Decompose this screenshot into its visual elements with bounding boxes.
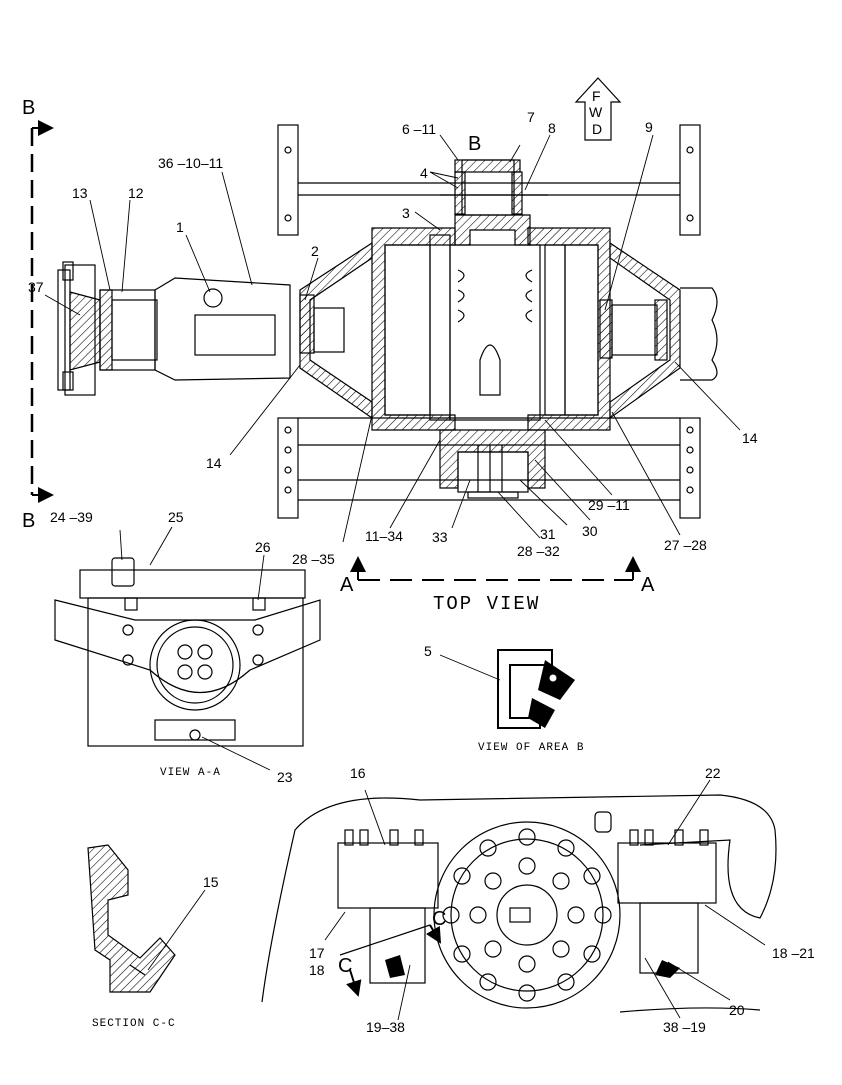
bottom-view bbox=[261, 779, 777, 1021]
callout-4: 4 bbox=[420, 165, 428, 181]
callout-24-39: 24 –39 bbox=[50, 509, 93, 525]
section-letter-b-top: B bbox=[22, 97, 35, 119]
section-letter-a-left: A bbox=[340, 574, 354, 596]
callout-38-19: 38 –19 bbox=[663, 1019, 706, 1035]
fwd-letter-f: F bbox=[592, 88, 601, 104]
callout-36-10-11: 36 –10–11 bbox=[158, 155, 223, 171]
callout-26: 26 bbox=[255, 539, 271, 555]
callout-16: 16 bbox=[350, 765, 366, 781]
callout-30: 30 bbox=[582, 523, 598, 539]
section-letters: B B B A A C C bbox=[22, 97, 655, 977]
differential-housing bbox=[299, 214, 681, 431]
section-b-line bbox=[30, 120, 54, 503]
callout-13: 13 bbox=[72, 185, 88, 201]
callout-5: 5 bbox=[424, 643, 432, 659]
fwd-label: F W D bbox=[589, 88, 603, 137]
callout-2: 2 bbox=[311, 243, 319, 259]
callout-9: 9 bbox=[645, 119, 653, 135]
callout-19-38: 19–38 bbox=[366, 1019, 405, 1035]
section-letter-a-right: A bbox=[641, 574, 655, 596]
callout-15: 15 bbox=[203, 874, 219, 890]
callout-7: 7 bbox=[527, 109, 535, 125]
label-view-area-b: VIEW OF AREA B bbox=[478, 742, 584, 754]
callout-22: 22 bbox=[705, 765, 721, 781]
callout-28-32: 28 –32 bbox=[517, 543, 560, 559]
callout-8: 8 bbox=[548, 120, 556, 136]
section-letter-b-bottom: B bbox=[22, 510, 35, 532]
section-letter-c-lower: C bbox=[338, 955, 352, 977]
label-section-c-c: SECTION C-C bbox=[92, 1018, 176, 1030]
callout-37: 37 bbox=[28, 279, 44, 295]
leader-lines bbox=[44, 134, 741, 543]
label-view-a-a: VIEW A-A bbox=[160, 767, 221, 779]
fwd-arrow-icon bbox=[574, 77, 622, 141]
bottom-housing bbox=[439, 429, 546, 499]
callout-18: 18 bbox=[309, 962, 325, 978]
callout-28-35: 28 –35 bbox=[292, 551, 335, 567]
section-c-c bbox=[87, 844, 206, 993]
callout-33: 33 bbox=[432, 529, 448, 545]
callout-17: 17 bbox=[309, 945, 325, 961]
callout-3: 3 bbox=[402, 205, 410, 221]
callout-14-left: 14 bbox=[206, 455, 222, 471]
left-axle-housing bbox=[57, 261, 291, 396]
section-letter-c-upper: C bbox=[432, 908, 446, 930]
frame-rails bbox=[277, 124, 701, 519]
section-letter-b-mid: B bbox=[468, 133, 481, 155]
callout-29-11: 29 –11 bbox=[588, 497, 630, 513]
fwd-letter-w: W bbox=[589, 104, 603, 120]
callouts: 6 –11 7 8 4 3 9 36 –10–11 13 12 1 2 37 1… bbox=[28, 109, 815, 1035]
top-view bbox=[30, 77, 741, 581]
callout-6-11: 6 –11 bbox=[402, 121, 436, 137]
view-labels: TOP VIEW VIEW A-A VIEW OF AREA B SECTION… bbox=[92, 593, 584, 1030]
callout-18-21: 18 –21 bbox=[772, 945, 815, 961]
view-of-area-b bbox=[439, 649, 575, 729]
callout-23: 23 bbox=[277, 769, 293, 785]
callout-1: 1 bbox=[176, 219, 184, 235]
fwd-letter-d: D bbox=[592, 121, 602, 137]
callout-20: 20 bbox=[729, 1002, 745, 1018]
callout-25: 25 bbox=[168, 509, 184, 525]
callout-31: 31 bbox=[540, 526, 556, 542]
callout-27-28: 27 –28 bbox=[664, 537, 707, 553]
label-top-view: TOP VIEW bbox=[433, 593, 540, 615]
view-a-a bbox=[54, 526, 321, 771]
right-axle-housing bbox=[654, 287, 718, 381]
section-a-line bbox=[350, 556, 641, 581]
callout-11-34: 11–34 bbox=[365, 528, 403, 544]
callout-12: 12 bbox=[128, 185, 144, 201]
pinion-yoke bbox=[440, 159, 548, 216]
callout-14-right: 14 bbox=[742, 430, 758, 446]
